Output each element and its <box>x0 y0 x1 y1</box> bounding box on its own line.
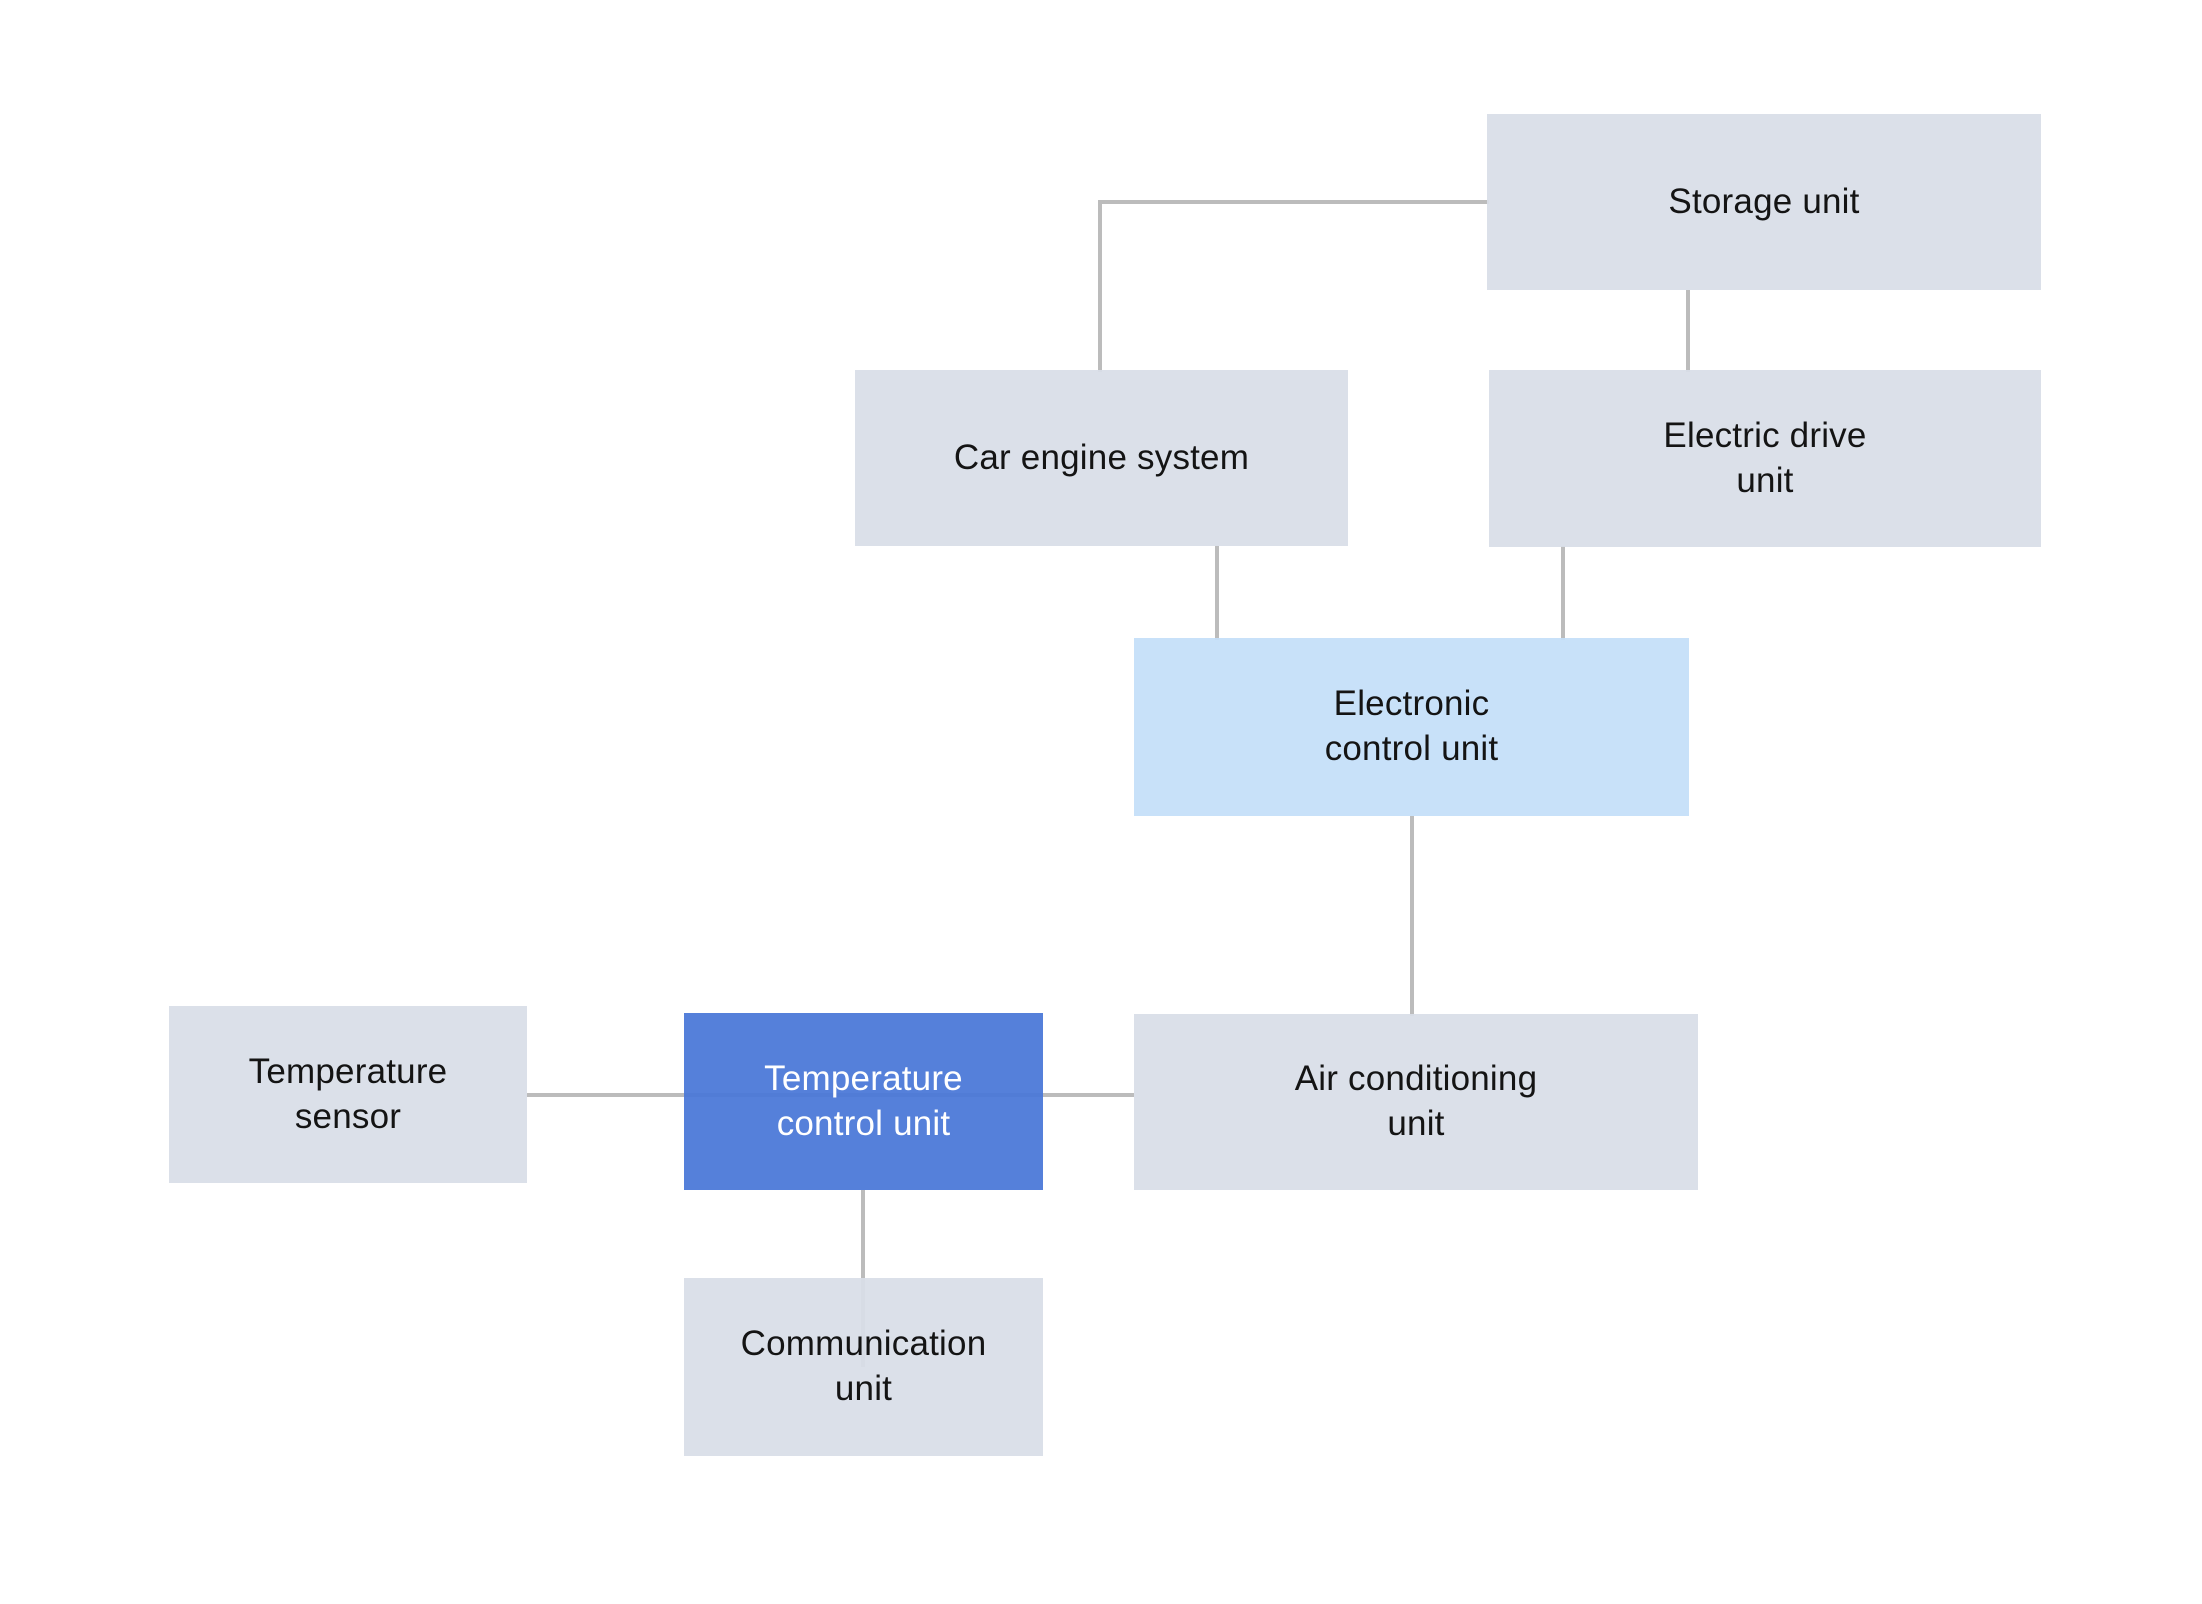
connector-storage-to-elbow-horizontal <box>1098 200 1489 204</box>
node-label: Storage unit <box>1668 181 1860 221</box>
node-label: Temperature control unit <box>764 1058 963 1143</box>
node-label: Temperature sensor <box>248 1051 448 1136</box>
node-temperature-sensor[interactable]: Temperature sensor <box>169 1006 527 1183</box>
node-air-conditioning-unit[interactable]: Air conditioning unit <box>1134 1014 1698 1190</box>
node-label: Electronic control unit <box>1324 684 1499 768</box>
node-label: Car engine system <box>953 437 1250 477</box>
node-communication-unit[interactable]: Communication unit <box>684 1278 1043 1456</box>
node-label: Air conditioning unit <box>1294 1059 1538 1143</box>
node-storage-unit[interactable]: Storage unit <box>1487 114 2041 290</box>
node-electric-drive-unit[interactable]: Electric drive unit <box>1489 370 2041 547</box>
node-label: Electric drive unit <box>1663 415 1867 500</box>
connector-storage-to-electric-drive <box>1686 290 1690 372</box>
connector-electric-drive-to-electronic-control <box>1561 546 1565 640</box>
connector-elbow-to-car-engine-vertical <box>1098 200 1102 372</box>
node-car-engine-system[interactable]: Car engine system <box>855 370 1348 546</box>
connector-car-engine-to-electronic-control <box>1215 546 1219 640</box>
node-temperature-control-unit[interactable]: Temperature control unit <box>684 1013 1043 1190</box>
node-electronic-control-unit[interactable]: Electronic control unit <box>1134 638 1689 816</box>
connector-electronic-control-to-air-conditioning <box>1410 816 1414 1016</box>
node-label: Communication unit <box>740 1324 987 1408</box>
